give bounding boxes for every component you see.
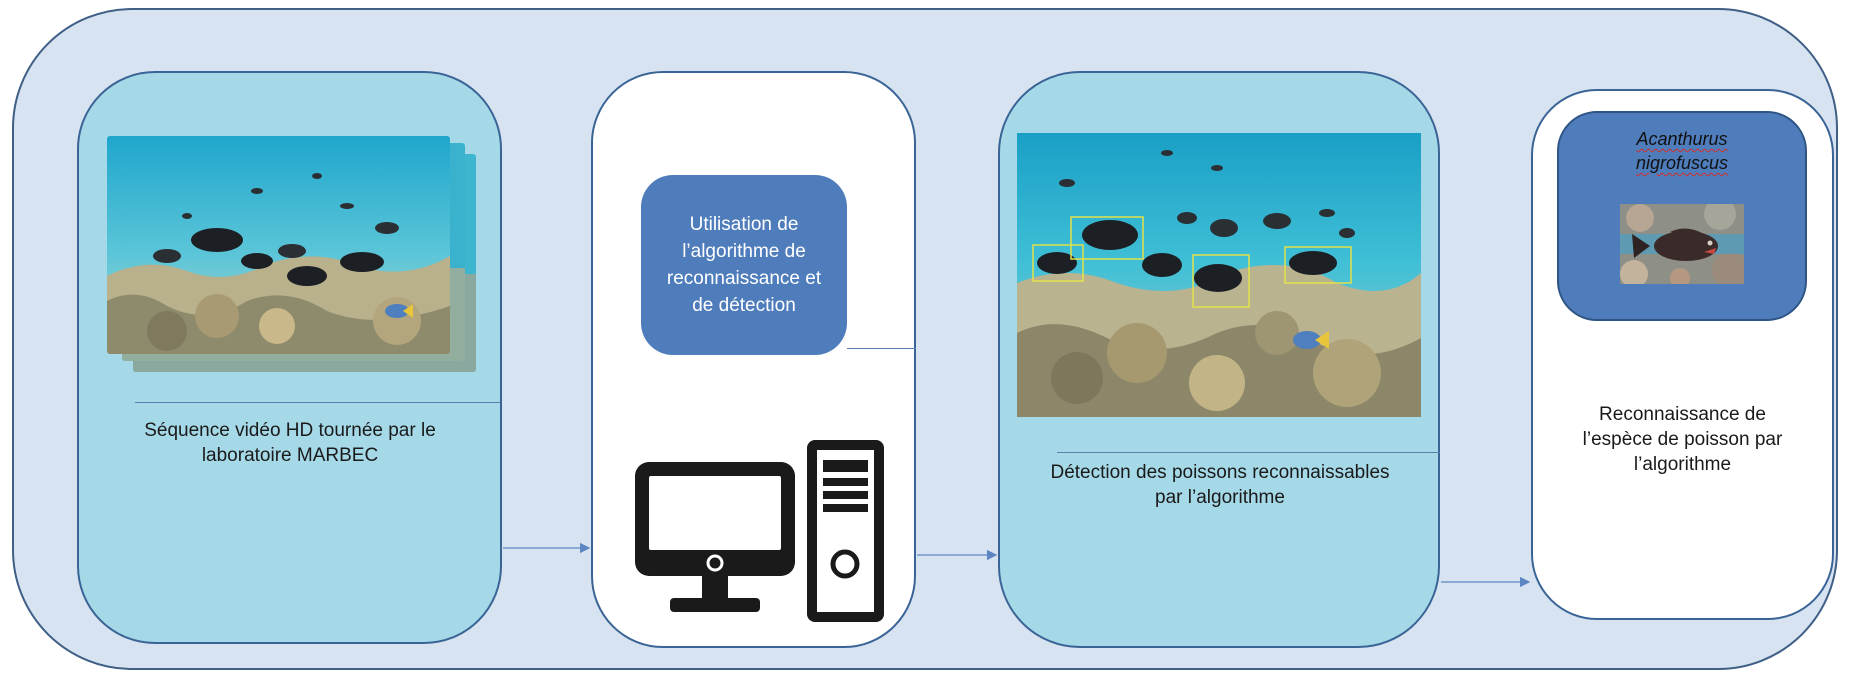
algorithm-box-line4: de détection [692,295,796,316]
species-name-line2: nigrofuscus [1635,153,1729,173]
step1-caption-line1: Séquence vidéo HD tournée par le [144,420,436,441]
detection-image [1017,133,1421,417]
algorithm-box: Utilisation de l’algorithme de reconnais… [641,175,847,355]
algorithm-box-line2: l’algorithme de [682,241,806,262]
video-frame-front [107,136,450,354]
step4-caption-line1: Reconnaissance de [1599,404,1766,425]
step4-caption-line3: l’algorithme [1633,454,1732,475]
desktop-computer-icon [635,440,884,622]
step4-caption: Reconnaissance de l’espèce de poisson pa… [1540,402,1825,477]
step1-caption-line2: laboratoire MARBEC [201,445,379,466]
species-name-line1: Acanthurus [1636,129,1728,149]
step3-caption-line2: par l’algorithme [1155,487,1285,508]
panel1-divider [135,402,500,403]
step3-caption-line1: Détection des poissons reconnaissables [1050,462,1390,483]
species-box: Acanthurus nigrofuscus [1557,111,1807,321]
algorithm-box-line3: reconnaissance et [666,268,822,289]
algorithm-box-line1: Utilisation de [689,214,799,235]
step1-caption: Séquence vidéo HD tournée par le laborat… [100,418,480,468]
panel3-divider [1057,452,1440,453]
fish-photo [1620,204,1744,284]
algorithm-box-connector [847,348,916,349]
step4-caption-line2: l’espèce de poisson par [1582,429,1783,450]
step3-caption: Détection des poissons reconnaissables p… [1010,460,1430,510]
